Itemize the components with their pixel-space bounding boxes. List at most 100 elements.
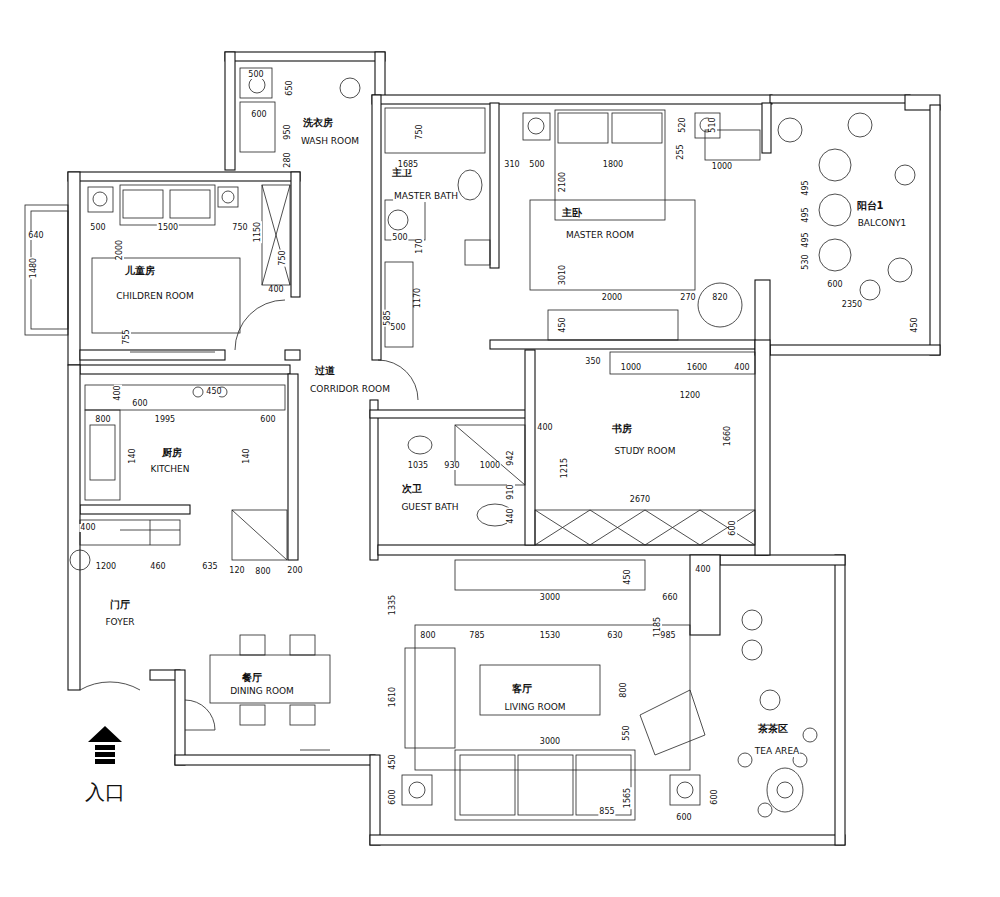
furniture: [262, 185, 290, 285]
plan-line: [590, 510, 645, 545]
dimension: 450: [911, 316, 919, 333]
wall: [370, 755, 380, 845]
room: 儿童房 CHILDREN ROOM: [80, 180, 290, 350]
fixture-circle: [819, 194, 851, 226]
entrance-label: 入口: [84, 782, 126, 802]
dimension: 1480: [30, 257, 38, 279]
furniture: [480, 665, 600, 715]
fixture-circle: [803, 728, 817, 742]
dimension: 1000: [620, 364, 642, 372]
plan-line: [262, 185, 290, 285]
dimension: 800: [254, 568, 271, 576]
room-name: 洗衣房: [302, 117, 334, 128]
room-name: 门厅: [109, 599, 131, 610]
fixture-circle: [742, 610, 762, 630]
dimension: 600: [729, 519, 737, 536]
furniture: [92, 258, 240, 333]
fixture-circle: [193, 387, 203, 397]
furniture: [210, 655, 330, 703]
fixture-circle: [848, 113, 872, 137]
room-name: 厨房: [161, 447, 183, 458]
room-name: 餐厅: [241, 672, 263, 683]
dimension: 140: [243, 447, 251, 464]
room-name-english: LIVING ROOM: [503, 703, 566, 713]
furniture: [523, 113, 550, 140]
entry-arrow: [95, 759, 115, 764]
room-name: 书房: [611, 423, 633, 434]
dimension: 755: [123, 328, 131, 345]
fixture-circle: [742, 640, 762, 660]
dimension: 500: [389, 324, 406, 332]
dimension: 450: [559, 316, 567, 333]
furniture: [80, 520, 180, 545]
entry-arrow: [95, 745, 115, 750]
dimension: 600: [131, 400, 148, 408]
wall: [288, 374, 298, 560]
wall: [225, 52, 235, 170]
fixture-circle: [860, 280, 880, 300]
wall: [375, 52, 385, 97]
room-name-english: GUEST BATH: [400, 503, 459, 513]
wall: [490, 103, 499, 268]
fixture-circle: [778, 118, 802, 142]
dimension: 600: [675, 814, 692, 822]
wall: [770, 345, 940, 355]
door-swing: [80, 682, 140, 690]
dimension: 400: [114, 384, 122, 401]
entry-arrow: [88, 726, 122, 742]
room-name: 茶茶区: [757, 723, 789, 734]
furniture: [218, 187, 238, 207]
dimension: 520: [679, 116, 687, 133]
room-name-english: WASH ROOM: [300, 137, 360, 147]
sanitary-fixture: [458, 170, 482, 200]
dimension: 510: [709, 116, 717, 133]
furniture: [88, 187, 113, 212]
dimension: 2000: [116, 239, 124, 261]
wall: [370, 835, 845, 845]
dimension: 120: [228, 567, 245, 575]
fixture-circle: [388, 210, 408, 230]
plan-line: [645, 510, 700, 545]
dimension: 1685: [397, 161, 419, 169]
dimension: 3010: [559, 264, 567, 286]
room-name-english: KITCHEN: [150, 465, 191, 475]
dimension: 400: [79, 524, 96, 532]
furniture: [170, 190, 210, 218]
dimension: 3000: [539, 594, 561, 602]
wall: [835, 555, 845, 845]
wall: [80, 350, 225, 360]
fixture-circle: [819, 239, 851, 271]
room-name: 儿童房: [124, 265, 156, 276]
plan-line: [130, 352, 215, 353]
dimension: 800: [620, 681, 628, 698]
room-name-english: CHILDREN ROOM: [115, 292, 194, 302]
dimension: 750: [279, 249, 287, 266]
dimension: 495: [802, 231, 810, 248]
dimension: 1215: [561, 457, 569, 479]
furniture: [576, 755, 631, 815]
room-name-english: TEA AREA: [754, 747, 800, 757]
dimension: 400: [694, 566, 711, 574]
wall: [285, 350, 300, 360]
wall: [525, 350, 535, 545]
plan-line: [300, 750, 330, 751]
room: 书房STUDY ROOM: [535, 352, 755, 510]
dimension: 500: [528, 161, 545, 169]
furniture: [240, 705, 265, 725]
door-swing: [235, 300, 285, 350]
dimension: 600: [250, 111, 267, 119]
room-name: 阳台1: [856, 200, 885, 211]
wall: [370, 410, 530, 418]
room: 茶茶区 TEA AREA: [720, 565, 835, 835]
wall: [720, 555, 845, 565]
room-name-english: MASTER ROOM: [565, 231, 635, 241]
furniture: [670, 775, 700, 805]
door-swing: [185, 700, 215, 730]
furniture: [535, 510, 755, 545]
room: 过道CORRIDOR ROOM: [300, 355, 400, 405]
plan-line: [590, 510, 645, 545]
dimension: 2000: [601, 294, 623, 302]
room: 主卫MASTER BATH: [381, 103, 490, 353]
dimension: 985: [659, 632, 676, 640]
